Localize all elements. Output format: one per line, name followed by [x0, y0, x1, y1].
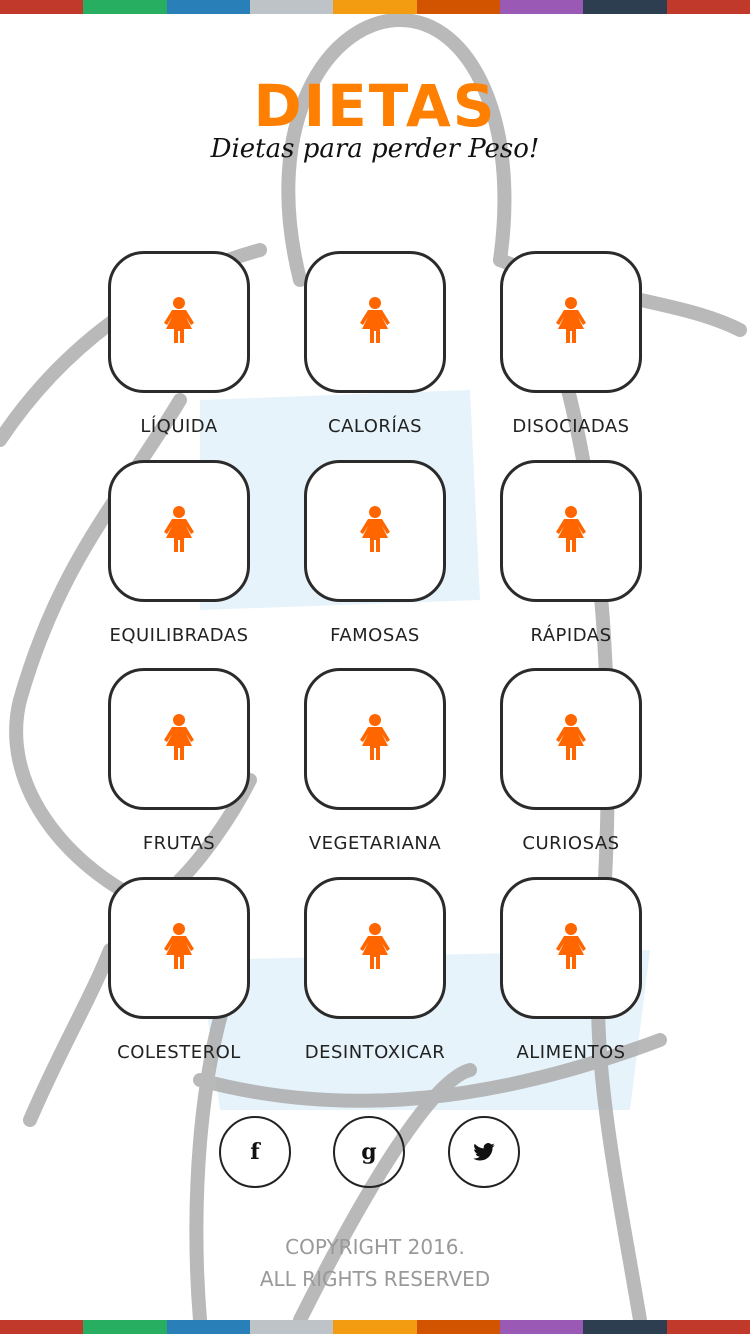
top-color-stripe: [0, 0, 750, 14]
category-tile-colesterol[interactable]: [108, 877, 250, 1019]
stripe-segment: [499, 1320, 584, 1334]
category-label[interactable]: DISOCIADAS: [512, 416, 630, 437]
stripe-segment: [83, 0, 167, 14]
category-tile-curiosas[interactable]: [500, 668, 642, 810]
stripe-segment: [249, 0, 334, 14]
stripe-segment: [583, 1320, 667, 1334]
stripe-segment: [416, 0, 500, 14]
stripe-segment: [666, 1320, 750, 1334]
category-tile-disociadas[interactable]: [500, 251, 642, 393]
bottom-color-stripe: [0, 1320, 750, 1334]
stripe-segment: [583, 0, 667, 14]
category-tile-líquida[interactable]: [108, 251, 250, 393]
stripe-segment: [249, 1320, 334, 1334]
woman-icon: [162, 506, 196, 556]
category-tile-famosas[interactable]: [304, 460, 446, 602]
category-label[interactable]: ALIMENTOS: [516, 1042, 626, 1063]
stripe-segment: [166, 0, 250, 14]
stripe-segment: [166, 1320, 250, 1334]
category-tile-frutas[interactable]: [108, 668, 250, 810]
woman-icon: [162, 297, 196, 347]
category-label[interactable]: VEGETARIANA: [308, 833, 442, 854]
twitter-button[interactable]: [448, 1116, 520, 1188]
stripe-segment: [666, 0, 750, 14]
rights-line: ALL RIGHTS RESERVED: [259, 1267, 491, 1291]
category-label[interactable]: DESINTOXICAR: [304, 1042, 446, 1063]
stripe-segment: [333, 1320, 417, 1334]
category-tile-vegetariana[interactable]: [304, 668, 446, 810]
category-tile-equilibradas[interactable]: [108, 460, 250, 602]
facebook-button[interactable]: f: [219, 1116, 291, 1188]
category-tile-desintoxicar[interactable]: [304, 877, 446, 1019]
stripe-segment: [83, 1320, 167, 1334]
category-label[interactable]: RÁPIDAS: [530, 625, 612, 646]
woman-icon: [358, 297, 392, 347]
woman-icon: [358, 923, 392, 973]
category-tile-rápidas[interactable]: [500, 460, 642, 602]
stripe-segment: [0, 0, 84, 14]
stripe-segment: [499, 0, 584, 14]
app-subtitle: Dietas para perder Peso!: [210, 134, 540, 164]
category-label[interactable]: COLESTEROL: [117, 1042, 241, 1063]
copyright-line: COPYRIGHT 2016.: [285, 1235, 465, 1259]
stripe-segment: [333, 0, 417, 14]
stripe-segment: [416, 1320, 500, 1334]
woman-icon: [554, 923, 588, 973]
woman-icon: [162, 714, 196, 764]
category-label[interactable]: CURIOSAS: [522, 833, 620, 854]
category-tile-alimentos[interactable]: [500, 877, 642, 1019]
facebook-icon: f: [250, 1139, 260, 1165]
category-tile-calorías[interactable]: [304, 251, 446, 393]
app-title: DIETAS: [253, 72, 497, 140]
category-label[interactable]: FAMOSAS: [330, 625, 420, 646]
woman-icon: [358, 506, 392, 556]
google-button[interactable]: g: [333, 1116, 405, 1188]
woman-icon: [358, 714, 392, 764]
category-label[interactable]: EQUILIBRADAS: [109, 625, 249, 646]
woman-icon: [554, 714, 588, 764]
woman-icon: [162, 923, 196, 973]
category-label[interactable]: LÍQUIDA: [140, 416, 218, 437]
google-icon: g: [361, 1139, 377, 1165]
woman-icon: [554, 297, 588, 347]
woman-icon: [554, 506, 588, 556]
twitter-icon: [473, 1143, 495, 1161]
category-label[interactable]: CALORÍAS: [328, 416, 422, 437]
stripe-segment: [0, 1320, 84, 1334]
category-label[interactable]: FRUTAS: [142, 833, 216, 854]
